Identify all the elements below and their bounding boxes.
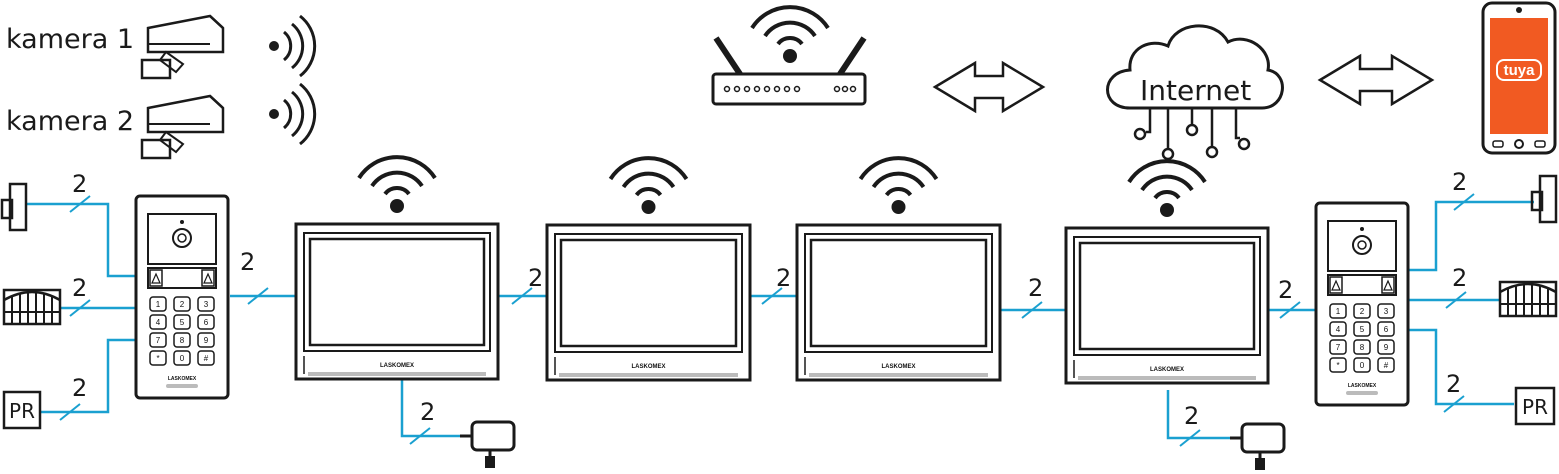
wiring <box>26 200 1534 440</box>
wireless-icon <box>267 82 317 146</box>
wire-count-label: 2 <box>1452 168 1475 211</box>
wireless-icon <box>267 14 317 78</box>
camera-2-label: kamera 2 <box>6 106 134 137</box>
exit-button-right-label: PR <box>1522 395 1548 419</box>
keypad-key: 2 <box>180 300 185 309</box>
wire-count-labels: 2 2 2 2 2 2 2 2 2 2 2 2 2 <box>59 168 1475 447</box>
monitor-1: LASKOMEX <box>294 155 500 381</box>
panel-brand: LASKOMEX <box>1348 383 1377 389</box>
svg-text:2: 2 <box>528 264 543 292</box>
keypad-key: 3 <box>204 300 209 309</box>
wire-count-label: 2 <box>1445 264 1467 309</box>
power-adapter-2 <box>1228 422 1286 472</box>
outdoor-panel-right: 1 2 3 4 5 6 7 8 9 * 0 # LASKOMEX <box>1314 201 1410 407</box>
svg-text:2: 2 <box>1446 370 1461 398</box>
door-lock-left <box>0 182 28 232</box>
monitor-brand: LASKOMEX <box>1150 367 1184 373</box>
monitor-4: LASKOMEX <box>1064 159 1270 385</box>
wire-count-label: 2 <box>69 170 91 213</box>
router-leds <box>723 85 857 93</box>
wire-count-label: 2 <box>1278 276 1301 319</box>
keypad-key: 1 <box>156 300 161 309</box>
wifi-icon <box>357 155 437 215</box>
router <box>711 5 867 106</box>
monitor-3: LASKOMEX <box>795 156 1002 382</box>
keypad-key: * <box>1336 361 1339 370</box>
panel-brand: LASKOMEX <box>168 376 197 382</box>
monitor-brand: LASKOMEX <box>380 363 414 369</box>
keypad-key: 8 <box>1360 343 1365 352</box>
svg-text:2: 2 <box>240 248 255 276</box>
wire-count-label: 2 <box>69 274 91 317</box>
svg-text:2: 2 <box>1184 402 1199 430</box>
svg-text:2: 2 <box>420 398 435 426</box>
keypad-key: 9 <box>204 336 209 345</box>
wire-count-label: 2 <box>511 264 543 305</box>
gate-right <box>1498 280 1558 318</box>
keypad-key: 1 <box>1336 307 1341 316</box>
svg-text:2: 2 <box>1452 264 1467 292</box>
exit-button-left-label: PR <box>9 399 35 423</box>
cloud-label: Internet <box>1140 74 1251 107</box>
wire-count-label: 2 <box>1443 370 1465 413</box>
wire-count-label: 2 <box>240 248 269 305</box>
camera-1-label: kamera 1 <box>6 24 134 55</box>
power-adapter-1 <box>458 420 516 470</box>
keypad-key: 3 <box>1384 307 1389 316</box>
wifi-icon <box>750 5 830 65</box>
door-lock-right <box>1530 174 1558 224</box>
wire-count-label: 2 <box>1021 274 1043 319</box>
keypad-key: * <box>156 354 159 363</box>
outdoor-panel-left: 1 2 3 4 5 6 7 8 9 * 0 # LASKOMEX <box>134 194 230 400</box>
svg-text:2: 2 <box>1278 276 1293 304</box>
wifi-icon <box>608 156 689 216</box>
wire-count-label: 2 <box>761 264 791 305</box>
keypad-key: 7 <box>1336 343 1341 352</box>
wifi-icon <box>1127 159 1207 219</box>
monitor-2: LASKOMEX <box>545 156 752 382</box>
internet-cloud: Internet <box>1106 24 1284 161</box>
keypad-key: 0 <box>180 354 185 363</box>
svg-text:2: 2 <box>72 374 87 402</box>
svg-text:2: 2 <box>72 170 87 198</box>
wire-count-label: 2 <box>1179 402 1201 447</box>
camera-1: kamera 1 <box>6 14 317 80</box>
wire-count-label: 2 <box>409 398 435 445</box>
keypad-key: 4 <box>1336 325 1341 334</box>
keypad-key: 5 <box>1360 325 1365 334</box>
wifi-icon <box>858 156 939 216</box>
svg-text:2: 2 <box>776 264 791 292</box>
monitor-brand: LASKOMEX <box>631 364 665 370</box>
keypad-key: 8 <box>180 336 185 345</box>
keypad-key: 2 <box>1360 307 1365 316</box>
monitor-brand: LASKOMEX <box>881 364 915 370</box>
tuya-logo: tuya <box>1504 62 1536 79</box>
svg-text:2: 2 <box>1028 274 1043 302</box>
keypad-key: # <box>204 354 209 363</box>
keypad-key: 0 <box>1360 361 1365 370</box>
keypad-key: 5 <box>180 318 185 327</box>
exit-button-left: PR <box>2 390 42 430</box>
smartphone: tuya <box>1481 1 1557 155</box>
wire-count-label: 2 <box>59 374 87 421</box>
gate-left <box>2 288 62 326</box>
keypad-key: 9 <box>1384 343 1389 352</box>
keypad-key: 7 <box>156 336 161 345</box>
exit-button-right: PR <box>1514 386 1556 426</box>
keypad-key: 6 <box>204 318 209 327</box>
svg-text:2: 2 <box>1452 168 1467 196</box>
bidirectional-arrow-icon <box>932 60 1046 114</box>
keypad-key: 4 <box>156 318 161 327</box>
bidirectional-arrow-icon <box>1317 53 1435 107</box>
keypad-key: 6 <box>1384 325 1389 334</box>
keypad-key: # <box>1384 361 1389 370</box>
monitors: LASKOMEX LASKOMEX LASKOMEX LASKOMEX <box>294 155 1270 385</box>
camera-2: kamera 2 <box>6 82 317 160</box>
svg-text:2: 2 <box>72 274 87 302</box>
